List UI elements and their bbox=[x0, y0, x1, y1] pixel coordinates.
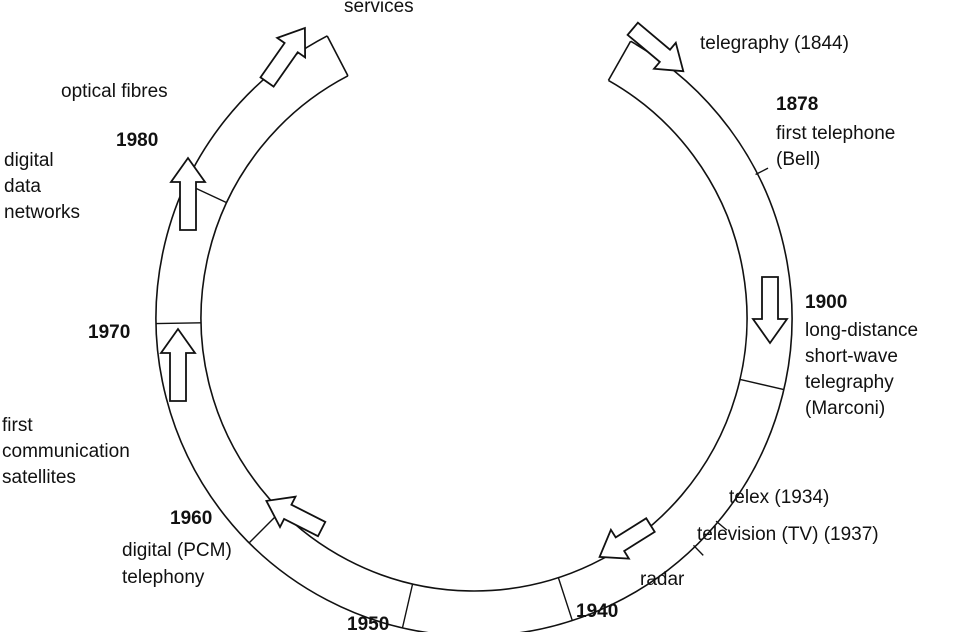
year-1980: 1980 bbox=[116, 130, 158, 151]
year-1878: 1878 bbox=[776, 94, 818, 115]
label-television: television (TV) (1937) bbox=[697, 524, 879, 545]
arrow-1900-icon bbox=[751, 276, 789, 345]
label-digital-data-networks: digital data networks bbox=[4, 150, 80, 223]
label-digital-pcm-telephony: digital (PCM) telephony bbox=[122, 540, 237, 588]
label-telex: telex (1934) bbox=[729, 487, 829, 508]
tick-1878 bbox=[755, 167, 769, 176]
ring-outer-edge bbox=[155, 35, 793, 632]
divider-1900 bbox=[739, 378, 785, 391]
tick-telex bbox=[715, 520, 728, 531]
arrow-radar-icon bbox=[598, 517, 656, 560]
label-first-communication-satellites: first communication satellites bbox=[2, 415, 135, 488]
year-1960: 1960 bbox=[170, 508, 212, 529]
ring-left-end bbox=[326, 35, 349, 77]
year-1950: 1950 bbox=[347, 614, 389, 632]
arrow-telegraphy-icon bbox=[626, 21, 685, 73]
year-1900: 1900 bbox=[805, 292, 847, 313]
label-first-telephone: first telephone (Bell) bbox=[776, 123, 901, 170]
label-long-distance-telegraphy: long-distance short-wave telegraphy (Mar… bbox=[805, 320, 923, 419]
label-services: services bbox=[344, 0, 414, 17]
label-radar: radar bbox=[640, 569, 685, 590]
divider-1950 bbox=[401, 583, 414, 629]
year-1970: 1970 bbox=[88, 322, 130, 343]
arrow-1970-icon bbox=[159, 327, 197, 402]
arrow-services-icon bbox=[259, 26, 307, 88]
ring-inner-edge bbox=[200, 75, 748, 592]
label-telegraphy: telegraphy (1844) bbox=[700, 33, 849, 54]
divider-1970 bbox=[156, 322, 202, 325]
year-1940: 1940 bbox=[576, 601, 618, 622]
divider-1940 bbox=[557, 577, 573, 621]
ring-right-end bbox=[607, 40, 632, 81]
arrow-1960-icon bbox=[265, 495, 327, 538]
label-optical-fibres: optical fibres bbox=[61, 81, 168, 102]
arrow-1980-icon bbox=[169, 156, 207, 231]
tick-television bbox=[693, 544, 704, 556]
